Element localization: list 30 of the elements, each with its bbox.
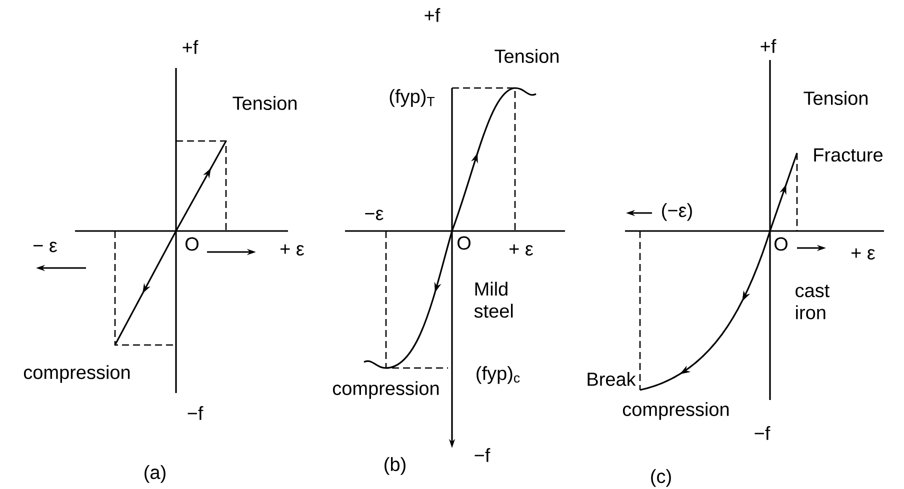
material-label: cast iron (796, 284, 830, 320)
region-label: Tension (494, 49, 559, 63)
point-label: Break (588, 372, 636, 386)
axis-label: +f (182, 40, 198, 54)
region-label: compression (332, 381, 439, 399)
origin-label: O (186, 237, 198, 251)
panel-label: (b) (384, 457, 406, 475)
axis-label: +f (424, 8, 440, 22)
region-label: compression (622, 402, 729, 420)
axis-label: − ε (34, 242, 58, 252)
region-label: Tension (804, 91, 868, 105)
panel-label: (c) (651, 469, 671, 487)
axis-label: −f (474, 448, 490, 462)
axis-label: + ε (280, 244, 304, 256)
point-label: (fyp)$_{c}$ (476, 366, 520, 384)
material-label: Mild steel (474, 282, 513, 318)
point-label: (fyp)$_{T}$ (390, 89, 435, 107)
origin-label: O (458, 236, 470, 250)
axis-label: (−ε) (662, 203, 692, 221)
axis-label: + ε (852, 248, 876, 260)
axis-label: +f (760, 39, 776, 53)
panel-label: (a) (144, 465, 166, 483)
axis-label: + ε (510, 244, 534, 256)
axis-label: −f (754, 426, 770, 440)
axis-label: −f (188, 406, 204, 420)
region-label: Tension (232, 96, 297, 110)
origin-label: O (774, 237, 788, 251)
point-label: Fracture (814, 148, 883, 162)
region-label: compression (24, 365, 130, 383)
axis-label: −ε (365, 210, 384, 220)
